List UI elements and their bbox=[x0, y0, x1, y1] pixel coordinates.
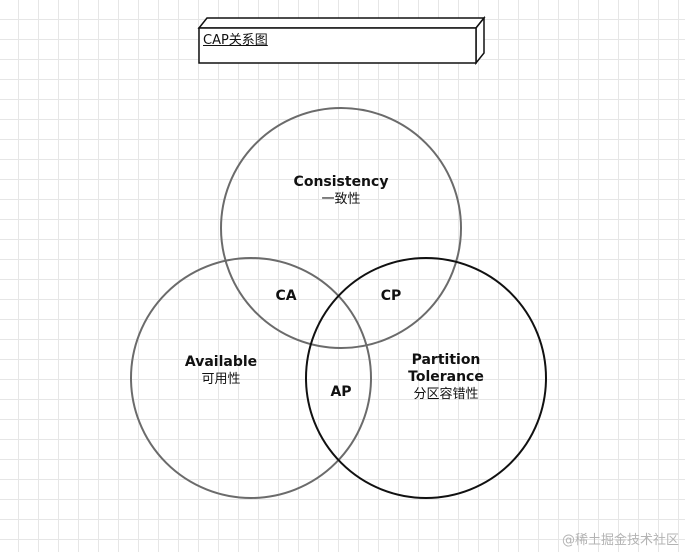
title-box bbox=[197, 15, 486, 66]
availability-label: Available 可用性 bbox=[161, 354, 281, 388]
partition-name-line2: Tolerance bbox=[408, 369, 484, 385]
title-box-front-face bbox=[198, 27, 477, 64]
intersection-ap-label: AP bbox=[330, 384, 352, 400]
consistency-name-zh: 一致性 bbox=[321, 192, 361, 207]
partition-name-line1: Partition bbox=[411, 352, 481, 368]
availability-circle bbox=[130, 257, 372, 499]
partition-tolerance-label: Partition Tolerance 分区容错性 bbox=[386, 352, 506, 403]
intersection-cp-label: CP bbox=[380, 288, 402, 304]
availability-name-zh: 可用性 bbox=[201, 372, 241, 387]
consistency-label: Consistency 一致性 bbox=[271, 174, 411, 208]
consistency-circle bbox=[220, 107, 462, 349]
consistency-name: Consistency bbox=[293, 174, 389, 190]
title-box-top-face bbox=[197, 17, 486, 29]
watermark: @稀土掘金技术社区 bbox=[561, 533, 679, 548]
diagram-title: CAP关系图 bbox=[203, 33, 268, 48]
availability-name: Available bbox=[184, 354, 258, 370]
partition-tolerance-circle bbox=[305, 257, 547, 499]
partition-name-zh: 分区容错性 bbox=[413, 387, 479, 402]
intersection-ca-label: CA bbox=[275, 288, 297, 304]
